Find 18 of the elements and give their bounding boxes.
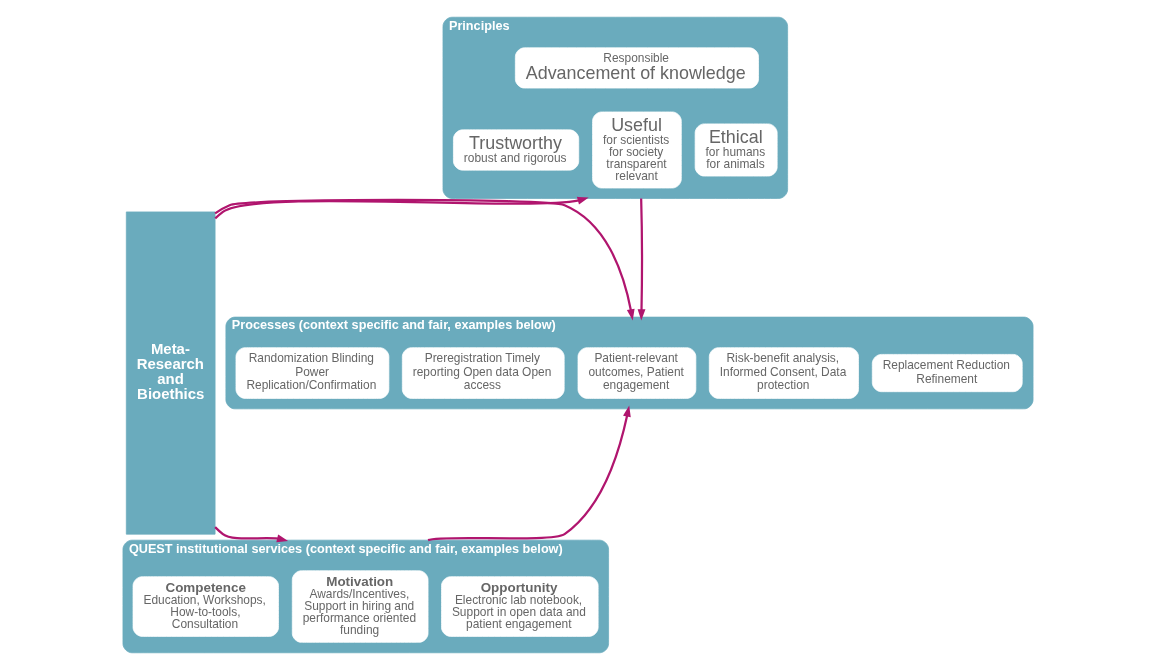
arrow <box>427 405 631 542</box>
arrow <box>214 526 289 543</box>
node-box: Competence Education, Workshops, How-to-tools, Consultation <box>132 576 279 637</box>
node-box: Patient-relevant outcomes, Patient engagement <box>577 347 697 399</box>
node-box: Replacement Reduction Refinement <box>871 354 1023 393</box>
node-box: Randomization Blinding Power Replication/Confirmation <box>235 347 390 399</box>
node-box: Preregistration Timely reporting Open data Open access <box>401 347 565 399</box>
node-box: Meta-Research and Bioethics <box>125 211 216 535</box>
node-box: Responsible Advancement of knowledge <box>514 47 759 89</box>
arrow <box>214 198 635 321</box>
arrow <box>637 198 646 321</box>
arrow <box>214 196 589 220</box>
node-box: Useful for scientists for society transparent relevant <box>592 111 682 189</box>
node-box: Motivation Awards/Incentives, Support in hiring and performance oriented funding <box>291 570 429 643</box>
node-box: Risk-benefit analysis, Informed Consent, Data protection <box>708 347 859 399</box>
node-box: Ethical for humans for animals <box>694 123 778 177</box>
node-box: Opportunity Electronic lab notebook, Support in open data and patient engagement <box>441 576 599 637</box>
node-box: Trustworthy robust and rigorous <box>453 129 580 171</box>
